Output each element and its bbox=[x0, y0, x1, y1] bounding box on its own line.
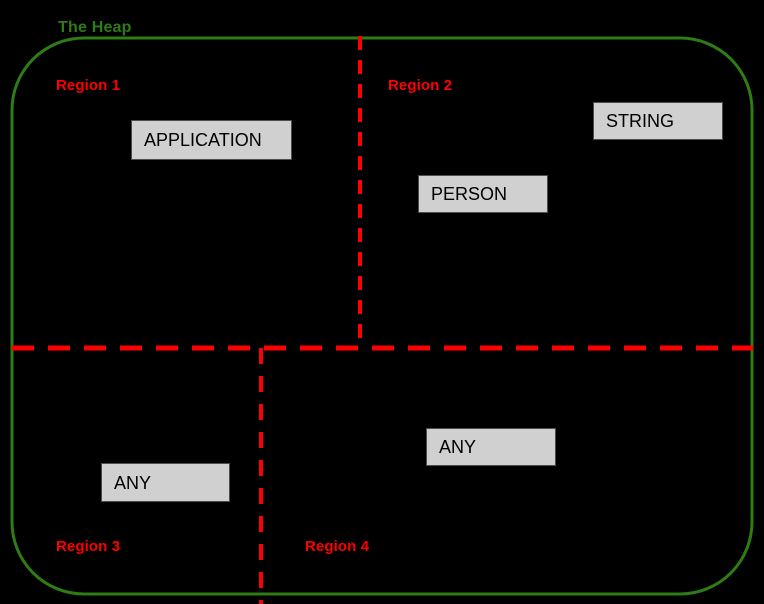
object-label-string: STRING bbox=[606, 111, 675, 131]
object-box-any-region3[interactable]: ANY bbox=[101, 463, 230, 502]
region-label-4: Region 4 bbox=[305, 538, 370, 555]
object-box-person[interactable]: PERSON bbox=[418, 175, 548, 213]
object-label-any-region3: ANY bbox=[114, 472, 152, 493]
object-box-application[interactable]: APPLICATION bbox=[131, 120, 292, 160]
heap-title: The Heap bbox=[58, 19, 132, 36]
object-label-application: APPLICATION bbox=[144, 130, 262, 150]
heap-boundary bbox=[10, 36, 754, 596]
region-label-3: Region 3 bbox=[56, 538, 121, 555]
region-label-1: Region 1 bbox=[56, 77, 121, 94]
object-label-any-region4: ANY bbox=[439, 437, 477, 457]
object-label-person: PERSON bbox=[431, 184, 508, 204]
object-box-string[interactable]: STRING bbox=[593, 102, 723, 140]
region-label-2: Region 2 bbox=[388, 77, 453, 94]
object-box-any-region4[interactable]: ANY bbox=[426, 428, 556, 466]
